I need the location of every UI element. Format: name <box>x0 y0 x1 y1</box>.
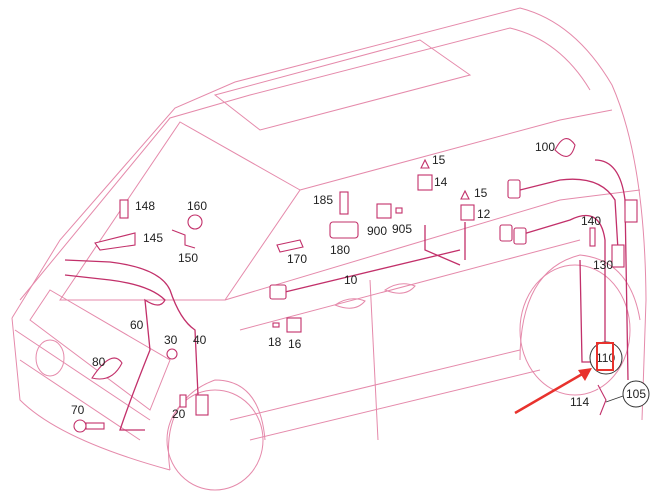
housing-16[interactable] <box>286 317 302 333</box>
label-110[interactable]: 110 <box>596 351 615 365</box>
label-18[interactable]: 18 <box>268 335 282 349</box>
label-140[interactable]: 140 <box>581 214 601 228</box>
label-130[interactable]: 130 <box>593 258 613 272</box>
highlight-box-110 <box>596 342 614 371</box>
bracket-145[interactable] <box>94 232 136 251</box>
label-60[interactable]: 60 <box>130 318 144 332</box>
label-40[interactable]: 40 <box>193 333 207 347</box>
pin-15a[interactable] <box>420 158 430 169</box>
clip-30[interactable] <box>166 348 178 360</box>
clips-170[interactable] <box>276 239 304 253</box>
parts <box>73 138 638 433</box>
label-900[interactable]: 900 <box>367 224 387 238</box>
label-105[interactable]: 105 <box>626 387 646 401</box>
label-15b[interactable]: 15 <box>474 186 488 200</box>
label-114[interactable]: 114 <box>570 395 589 409</box>
label-14[interactable]: 14 <box>434 175 448 189</box>
module-180[interactable] <box>329 221 359 239</box>
wiring-harnesses <box>64 159 629 431</box>
label-16[interactable]: 16 <box>288 337 302 351</box>
nut-160[interactable] <box>187 214 203 230</box>
connector-900[interactable] <box>376 203 392 219</box>
bolt-70[interactable] <box>73 419 87 433</box>
bolt-70-shaft[interactable] <box>85 422 105 430</box>
sensor-rear[interactable] <box>507 179 521 199</box>
bracket-upper[interactable] <box>624 199 638 223</box>
label-185[interactable]: 185 <box>313 193 333 207</box>
module-front[interactable] <box>195 394 209 416</box>
bolt-140[interactable] <box>589 227 596 247</box>
sensor-114[interactable] <box>597 384 607 416</box>
label-180[interactable]: 180 <box>330 243 350 257</box>
label-170[interactable]: 170 <box>287 252 307 266</box>
bolt-148[interactable] <box>119 199 129 219</box>
bolt-185[interactable] <box>339 191 349 215</box>
label-12[interactable]: 12 <box>477 207 491 221</box>
van-outline <box>11 7 647 491</box>
housing-14[interactable] <box>417 174 433 191</box>
tie-80[interactable] <box>91 357 123 380</box>
bracket-right[interactable] <box>611 244 625 268</box>
label-145[interactable]: 145 <box>143 231 163 245</box>
label-15a[interactable]: 15 <box>432 153 446 167</box>
label-100[interactable]: 100 <box>535 140 555 154</box>
label-905[interactable]: 905 <box>392 222 412 236</box>
label-148[interactable]: 148 <box>135 199 155 213</box>
sensor-a[interactable] <box>499 224 513 242</box>
label-80[interactable]: 80 <box>92 355 106 369</box>
pin-18[interactable] <box>272 322 280 328</box>
label-30[interactable]: 30 <box>164 333 178 347</box>
part-labels: 148 160 145 150 185 15 14 15 12 900 905 … <box>71 140 646 421</box>
label-160[interactable]: 160 <box>187 199 207 213</box>
label-70[interactable]: 70 <box>71 403 85 417</box>
housing-12[interactable] <box>460 204 475 221</box>
pin-15b[interactable] <box>460 189 470 200</box>
pin-905[interactable] <box>395 207 403 214</box>
callout-circle-105 <box>622 380 650 408</box>
connector-10[interactable] <box>269 284 287 300</box>
bolt-20[interactable] <box>179 394 187 408</box>
highlight-arrow <box>514 368 592 415</box>
clip-100[interactable] <box>554 138 576 157</box>
clip-150[interactable] <box>171 229 196 249</box>
label-10[interactable]: 10 <box>344 273 358 287</box>
sensor-b[interactable] <box>513 227 527 245</box>
label-150[interactable]: 150 <box>178 251 198 265</box>
label-20[interactable]: 20 <box>172 407 186 421</box>
